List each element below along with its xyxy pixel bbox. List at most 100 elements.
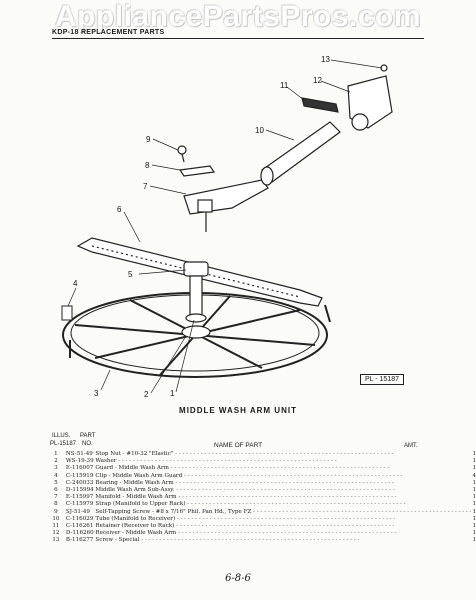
part-number: C-116261 <box>65 523 94 530</box>
part-amount: 1 <box>472 494 476 501</box>
part-amount: 1 <box>472 465 476 472</box>
receiver <box>301 64 393 131</box>
leader-dashes: - - - - - - - - - - - - - - - - - - - - … <box>139 537 360 544</box>
part-name: Clip - Middle Wash Arm Guard <box>95 472 183 479</box>
illus-number: 11 <box>52 523 60 530</box>
leader-dashes: - - - - - - - - - - - - - - - - - - - - … <box>185 501 406 508</box>
part-amount: 4 <box>472 472 476 479</box>
part-amount: 1 <box>472 479 476 486</box>
part-number: C-116029 <box>65 515 94 522</box>
callout-7: 7 <box>143 182 148 191</box>
section-title: MIDDLE WASH ARM UNIT <box>179 406 297 415</box>
part-amount: 1 <box>472 487 476 494</box>
watermark: AppliancePartsPros.com <box>54 0 422 33</box>
leader-dashes: - - - - - - - - - - - - - - - - - - - - … <box>175 515 396 522</box>
illus-number: 13 <box>52 537 60 544</box>
tube <box>260 121 341 186</box>
part-number: WS-19-39 <box>65 458 94 465</box>
leader-dashes: - - - - - - - - - - - - - - - - - - - - … <box>174 487 395 494</box>
part-number: NS-51-49 <box>65 451 93 457</box>
part-number: C-240033 <box>65 479 94 486</box>
illus-number: 12 <box>52 530 60 537</box>
leader-dashes: - - - - - - - - - - - - - - - - - - - - … <box>173 451 394 457</box>
part-name: Receiver - Middle Wash Arm <box>95 530 177 537</box>
illus-number: 3 <box>54 465 58 472</box>
part-number: E-116007 <box>65 465 94 472</box>
callout-6: 6 <box>117 205 122 214</box>
part-number: C-115919 <box>65 472 94 479</box>
part-name: Guard - Middle Wash Arm <box>95 465 169 472</box>
guard-clip <box>61 305 73 321</box>
col-amt: AMT. <box>404 443 418 449</box>
part-name: Bearing - Middle Wash Arm <box>95 479 174 486</box>
illus-number: 8 <box>54 501 58 508</box>
leader-dashes: - - - - - - - - - - - - - - - - - - - - … <box>174 523 395 530</box>
callout-labels: 1 2 3 4 5 6 7 8 9 10 11 12 13 <box>73 55 330 399</box>
leader-dashes: - - - - - - - - - - - - - - - - - - - - … <box>168 465 390 472</box>
part-name: Middle Wash Arm Sub-Assy. <box>95 487 175 494</box>
part-name: Screw - Special <box>95 537 140 544</box>
callout-10: 10 <box>255 126 264 135</box>
leader-dashes: - - - - - - - - - - - - - - - - - - - - … <box>176 494 397 501</box>
callout-9: 9 <box>146 135 151 144</box>
illus-number: 2 <box>54 458 58 465</box>
leader-dashes: - - - - - - - - - - - - - - - - - - - - … <box>251 508 472 515</box>
illus-number: 5 <box>54 479 58 486</box>
header-rule <box>52 38 424 39</box>
illus-number: 9 <box>54 508 58 515</box>
leader-dashes: - - - - - - - - - - - - - - - - - - - - … <box>182 472 403 479</box>
leader-dashes: - - - - - - - - - - - - - - - - - - - - … <box>116 458 337 465</box>
part-name: Tube (Manifold to Receiver) <box>95 515 176 522</box>
part-number: C-115979 <box>65 501 94 508</box>
col-no: NO. <box>82 441 93 447</box>
part-name: Manifold - Middle Wash Arm <box>95 494 177 501</box>
callout-11: 11 <box>280 81 289 90</box>
part-amount: 1 <box>472 451 476 457</box>
callout-8: 8 <box>145 161 150 170</box>
part-name: Self-Tapping Screw - #8 x 7/16" Phil. Pa… <box>95 508 252 515</box>
part-amount: 1 <box>472 501 476 508</box>
callout-2: 2 <box>144 390 149 399</box>
callout-12: 12 <box>313 76 322 85</box>
col-name: NAME OF PART <box>214 442 263 449</box>
leader-dashes: - - - - - - - - - - - - - - - - - - - - … <box>173 479 394 486</box>
illus-number: 6 <box>54 487 58 494</box>
col-illus: ILLUS. <box>52 433 71 439</box>
exploded-diagram: 1 2 3 4 5 6 7 8 9 10 11 12 13 <box>61 55 393 399</box>
illus-number: 10 <box>52 515 60 522</box>
part-number: D-116260 <box>65 530 94 537</box>
leader-dashes: - - - - - - - - - - - - - - - - - - - - … <box>176 530 397 537</box>
part-name: Washer <box>95 458 117 465</box>
callout-13: 13 <box>321 55 330 64</box>
part-amount: 1 <box>472 530 476 537</box>
col-part: PART <box>80 433 96 439</box>
manifold <box>183 179 269 232</box>
part-number: D-115994 <box>65 487 94 494</box>
part-number: E-115997 <box>65 494 94 501</box>
part-amount: 1 <box>472 515 476 522</box>
strap-and-screw <box>177 145 216 177</box>
part-name: Strap (Manifold to Upper Rack) <box>95 501 186 508</box>
leader-lines <box>67 59 383 394</box>
illus-number: 7 <box>54 494 58 501</box>
part-amount: 1 <box>472 458 476 465</box>
illus-number: 4 <box>54 472 58 479</box>
part-number: B-116277 <box>65 537 94 544</box>
col-pl: PL-15187 <box>50 441 77 447</box>
part-name: Retainer (Receiver to Rack) <box>95 523 175 530</box>
page-header: KDP-18 REPLACEMENT PARTS <box>52 29 165 36</box>
part-amount: 1 <box>472 508 476 515</box>
